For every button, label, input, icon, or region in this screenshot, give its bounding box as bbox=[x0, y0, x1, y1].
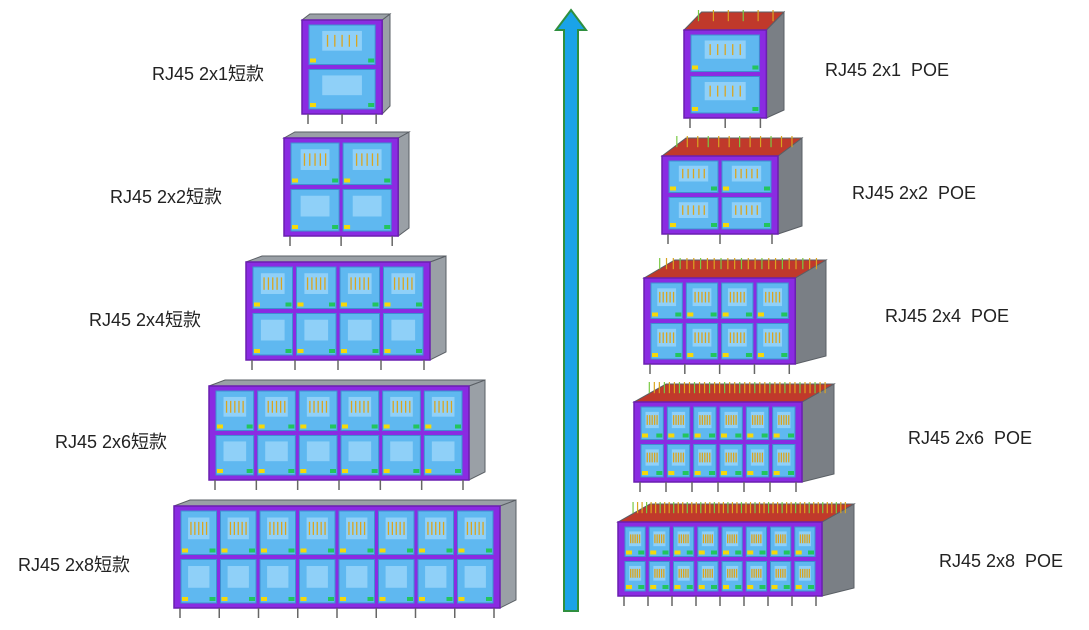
connector-image-2x2-short bbox=[282, 131, 411, 246]
label-2x4-short: RJ45 2x4短款 bbox=[89, 310, 202, 330]
connector-image-2x8-poe bbox=[616, 502, 856, 606]
connector-image-2x4-short bbox=[245, 255, 447, 370]
label-2x8-short: RJ45 2x8短款 bbox=[18, 555, 131, 575]
label-2x1-poe: RJ45 2x1 POE bbox=[825, 60, 950, 80]
label-2x1-short: RJ45 2x1短款 bbox=[152, 64, 265, 84]
connector-image-2x6-short bbox=[208, 379, 486, 490]
connector-image-2x2-poe bbox=[660, 136, 804, 244]
label-2x6-short: RJ45 2x6短款 bbox=[55, 432, 168, 452]
label-2x2-short: RJ45 2x2短款 bbox=[110, 187, 223, 207]
label-2x6-poe: RJ45 2x6 POE bbox=[908, 428, 1033, 448]
connector-image-2x6-poe bbox=[632, 382, 836, 492]
connector-image-2x1-short bbox=[300, 12, 392, 124]
label-2x2-poe: RJ45 2x2 POE bbox=[852, 183, 977, 203]
connector-image-2x1-poe bbox=[682, 10, 786, 128]
connector-image-2x4-poe bbox=[642, 258, 828, 374]
up-arrow-icon bbox=[554, 8, 588, 612]
label-2x4-poe: RJ45 2x4 POE bbox=[885, 306, 1010, 326]
label-2x8-poe: RJ45 2x8 POE bbox=[939, 551, 1064, 571]
connector-image-2x8-short bbox=[173, 499, 517, 618]
